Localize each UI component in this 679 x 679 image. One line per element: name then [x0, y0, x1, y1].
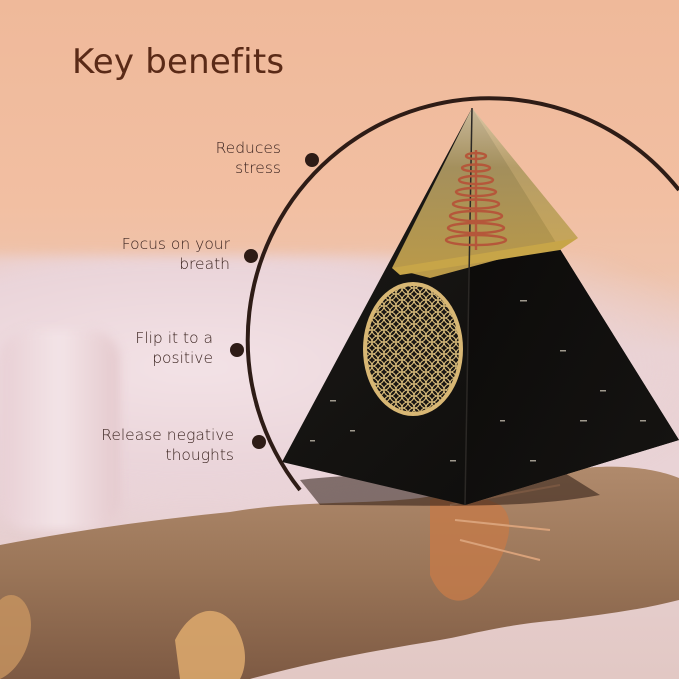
flower-of-life-emblem: [363, 282, 463, 416]
page-title: Key benefits: [72, 42, 285, 82]
benefit-line: thoughts: [165, 446, 235, 464]
benefit-line: Reduces: [215, 139, 281, 157]
benefit-reduces-stress: Reduces stress: [216, 138, 281, 178]
benefit-release-negative: Release negative thoughts: [101, 425, 234, 465]
benefit-line: stress: [235, 159, 281, 177]
arc-dot-2: [244, 249, 258, 263]
arc-dot-3: [230, 343, 244, 357]
benefit-line: positive: [152, 349, 213, 367]
copper-coil: [444, 150, 508, 250]
benefit-flip-positive: Flip it to a positive: [135, 328, 213, 368]
wooden-branch: [0, 466, 679, 679]
arc-dot-1: [305, 153, 319, 167]
benefit-focus-breath: Focus on your breath: [122, 234, 230, 274]
background-cloth-fold: [0, 330, 120, 530]
benefits-arc: [230, 96, 679, 492]
benefit-line: Release negative: [101, 426, 234, 444]
benefit-line: breath: [179, 255, 230, 273]
benefit-line: Focus on your: [121, 235, 230, 253]
orgonite-pyramid: [282, 107, 679, 506]
benefit-line: Flip it to a: [135, 329, 213, 347]
arc-dot-4: [252, 435, 266, 449]
